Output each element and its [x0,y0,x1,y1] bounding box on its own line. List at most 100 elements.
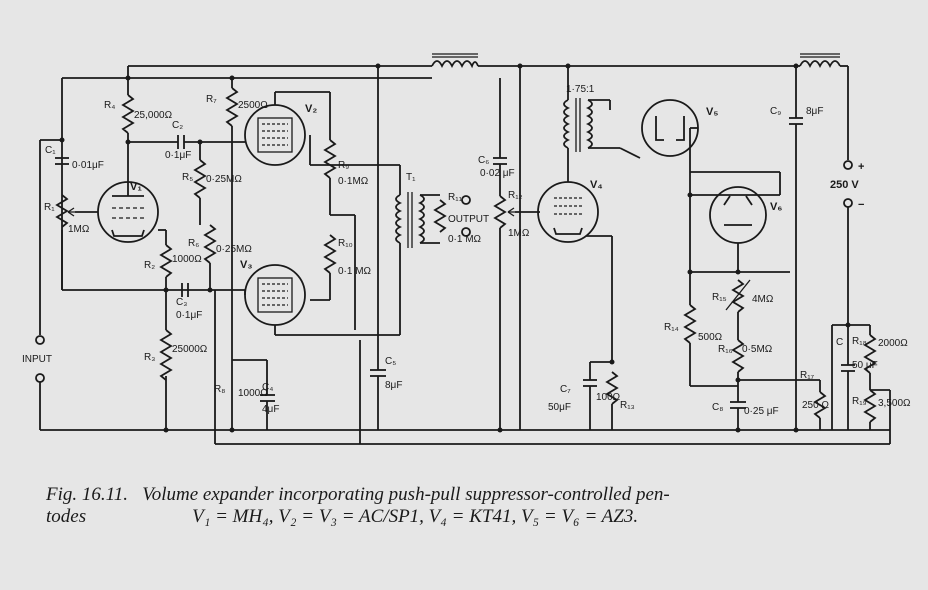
schematic-diagram: V₁ V₂ V₃ V₄ V₅ V₆ C₁ 0·01μF C₂ 0·1μF C₃ … [22,53,911,445]
label-r9-val: 0·1MΩ [338,176,369,187]
caption-fig-number: Fig. 16.11. [46,484,128,505]
capacitor-c5 [370,66,386,430]
label-t1: T₁ [406,172,416,183]
label-input: INPUT [22,354,52,365]
label-c3-val: 0·1μF [176,310,202,321]
caption-line-2: todes V₁ = MH₄, V₂ = V₃ = AC/SP1, V₄ = KT… [46,506,896,528]
label-r16: R₁₆ [718,344,733,355]
label-r14-val: 500Ω [698,332,723,343]
choke-2 [799,53,849,160]
capacitor-c9 [789,66,803,430]
valve-v5 [641,99,699,272]
resistor-r6 [203,224,217,290]
label-r2: R₂ [144,260,155,271]
input-terminals [35,139,62,430]
label-r5-val: 0·25MΩ [206,174,242,185]
label-v2: V₂ [305,103,317,115]
label-r6: R₆ [188,238,199,249]
label-r4-val: 25,000Ω [134,110,173,121]
resistor-r4 [121,78,178,182]
resistor-r16 [690,339,780,402]
label-v6: V₆ [770,201,782,213]
resistor-r3 [159,329,173,430]
label-r1: R₁ [44,202,55,213]
label-r17-val: 250 Ω [802,400,829,411]
label-c6: C₆ [478,155,489,166]
resistor-r19 [863,389,890,430]
capacitor-c2 [177,135,245,149]
label-ratio: 1·75:1 [566,84,595,95]
capacitor-c7 [583,236,613,430]
label-c-small-val: 50 μF [852,360,878,371]
junction-dots [59,63,851,433]
label-c5: C₅ [385,356,396,367]
label-c2-val: 0·1μF [165,150,191,161]
label-r10: R₁₀ [338,238,353,249]
resistor-r18 [863,325,877,390]
label-c8-val: 0·25 μF [744,406,779,417]
label-c4: C₄ [262,382,273,393]
label-r3: R₃ [144,352,155,363]
label-plus: + [858,161,864,173]
figure-caption: Fig. 16.11. Volume expander incorporatin… [46,484,896,528]
caption-text-1: Volume expander incorporating push-pull … [142,484,670,505]
label-r9: R₉ [338,160,349,171]
label-c1: C₁ [45,145,56,156]
label-r12: R₁₂ [508,190,523,201]
label-r14: R₁₄ [664,322,679,333]
label-c-small: C [836,337,843,348]
resistor-r7 [225,78,239,400]
label-r11-output: OUTPUT [448,214,489,225]
transformer-t2 [563,66,641,159]
label-v3: V₃ [240,259,252,271]
label-r8: R₈ [214,384,225,395]
label-c5-val: 8μF [385,380,402,391]
resistor-r1 [55,194,75,290]
label-r15: R₁₅ [712,292,727,303]
caption-text-2-left: todes [46,506,87,527]
resistor-r5 [193,142,207,225]
capacitor-c8 [730,401,746,430]
valve-v4 [537,155,612,243]
label-c3: C₃ [176,297,187,308]
label-supply: 250 V [830,179,859,191]
label-r17: R₁₇ [800,370,815,381]
label-r4: R₄ [104,100,115,111]
label-v5: V₅ [706,106,718,118]
valve-v6 [690,171,781,272]
capacitor-c-small [831,324,870,430]
resistor-r9 [323,139,337,215]
bottom-rails [40,290,891,445]
capacitor-c1 [55,157,69,165]
label-r13-val: 100Ω [596,392,621,403]
label-c9: C₉ [770,106,781,117]
label-r2-val: 1000Ω [172,254,202,265]
label-r13: R₁₃ [620,400,635,411]
label-r7-val: 2500Ω [238,100,268,111]
label-r7: R₇ [206,94,217,105]
label-r10-val: 0·1 MΩ [338,266,372,277]
caption-text-2-right: V₁ = MH₄, V₂ = V₃ = AC/SP1, V₄ = KT41, V… [192,506,639,527]
capacitor-c6 [493,78,507,196]
label-r1-val: 1MΩ [68,224,90,235]
transformer-t1 [395,165,440,335]
resistor-r10 [310,214,356,330]
label-r19: R₁₉ [852,396,867,407]
label-r6-val: 0·25MΩ [216,244,252,255]
misc-wiring [231,66,521,430]
label-c2: C₂ [172,120,183,131]
label-r18-val: 2000Ω [878,338,908,349]
caption-line-1: Fig. 16.11. Volume expander incorporatin… [46,484,896,506]
label-r19-val: 3,500Ω [878,398,911,409]
label-c7-val: 50μF [548,402,571,413]
resistor-r17 [780,379,827,430]
label-v4: V₄ [590,179,603,191]
resistor-r11 [433,195,471,237]
resistor-r13 [605,371,619,430]
capacitor-c3 [181,283,189,297]
label-c1-val: 0·01μF [72,160,104,171]
label-r12-val: 1MΩ [508,228,530,239]
label-c4-val: 4μF [262,404,279,415]
label-c6-val: 0·02 μF [480,168,515,179]
valve-v2 [244,91,331,166]
